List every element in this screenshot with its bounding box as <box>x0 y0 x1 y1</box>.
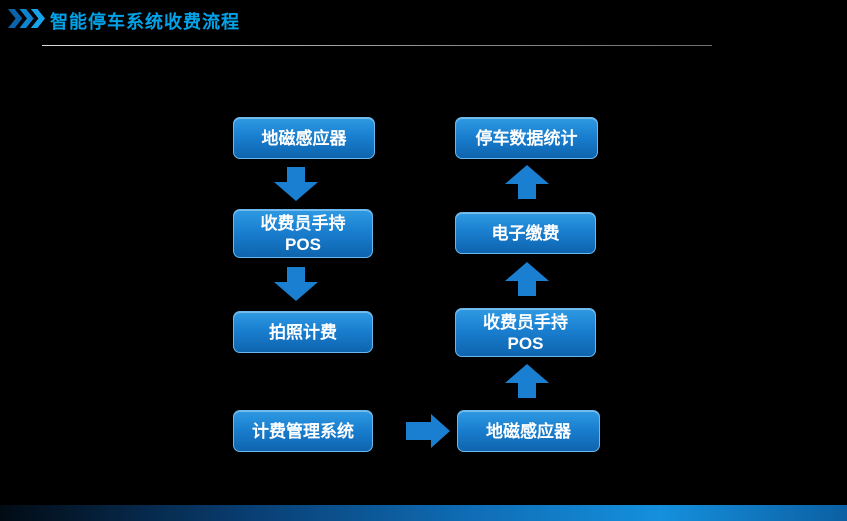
flow-node-electronic-payment: 电子缴费 <box>455 212 596 254</box>
flow-node-toll-collector-pos: 收费员手持 POS <box>455 308 596 357</box>
title-divider <box>42 45 712 46</box>
flow-node-label: POS <box>507 333 544 353</box>
arrow-right-icon <box>406 414 450 448</box>
flow-node-parking-data-statistics: 停车数据统计 <box>455 117 598 159</box>
flow-node-geomagnetic-sensor: 地磁感应器 <box>233 117 375 159</box>
flow-node-photo-billing: 拍照计费 <box>233 311 373 353</box>
arrow-up-icon <box>505 364 549 398</box>
flow-node-geomagnetic-sensor: 地磁感应器 <box>457 410 600 452</box>
flow-node-label: 计费管理系统 <box>252 421 354 441</box>
flow-node-label: POS <box>285 234 321 254</box>
arrow-up-icon <box>505 262 549 296</box>
flow-node-label: 收费员手持 <box>483 312 568 332</box>
arrow-down-icon <box>274 267 318 301</box>
bottom-accent-bar <box>0 505 847 521</box>
flow-node-label: 地磁感应器 <box>486 421 571 441</box>
arrow-down-icon <box>274 167 318 201</box>
flow-node-label: 拍照计费 <box>269 322 337 342</box>
flow-node-label: 电子缴费 <box>491 223 560 243</box>
flow-node-toll-collector-pos: 收费员手持 POS <box>233 209 373 258</box>
flow-node-label: 收费员手持 <box>260 213 346 233</box>
arrow-up-icon <box>505 165 549 199</box>
flow-node-label: 地磁感应器 <box>261 128 347 148</box>
triple-chevron-right-icon <box>8 9 46 29</box>
flow-node-billing-management-system: 计费管理系统 <box>233 410 373 452</box>
page-title: 智能停车系统收费流程 <box>50 12 240 32</box>
flow-node-label: 停车数据统计 <box>475 128 578 148</box>
